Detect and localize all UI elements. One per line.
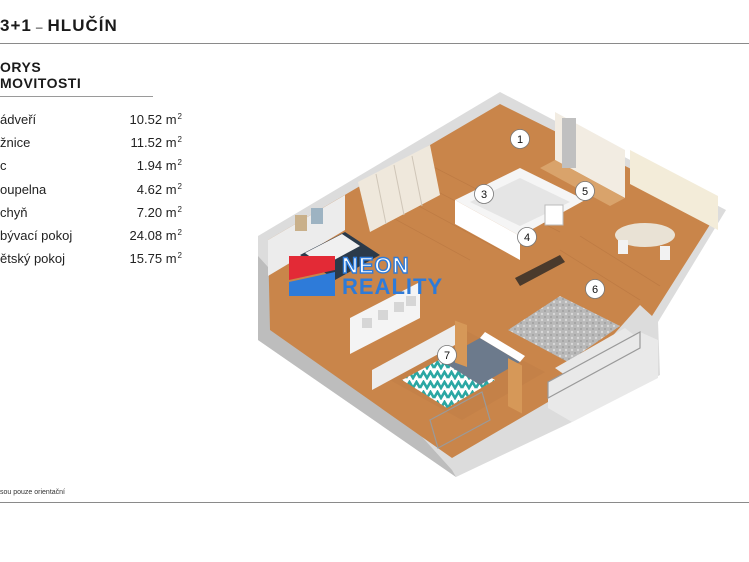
dining-chair	[618, 240, 628, 254]
room-row: bývací pokoj 24.08 m2	[0, 224, 182, 247]
section-title-line2: MOVITOSTI	[0, 75, 82, 91]
room-marker: 5	[575, 181, 595, 201]
fridge	[562, 118, 576, 168]
room-row: chyň 7.20 m2	[0, 201, 182, 224]
bottom-divider	[0, 502, 749, 503]
wall-picture	[311, 208, 323, 224]
section-title: ORYS MOVITOSTI	[0, 59, 81, 91]
svg-text:7: 7	[444, 350, 450, 362]
room-marker: 3	[474, 184, 494, 204]
balcony-rail	[547, 330, 641, 400]
double-bed-pillows	[480, 332, 525, 362]
room-name: ádveří	[0, 112, 37, 128]
room-area: 1.94 m2	[136, 158, 182, 174]
room-area: 15.75 m2	[129, 251, 182, 267]
svg-text:4: 4	[524, 232, 530, 244]
bedroom-wall	[372, 325, 455, 390]
room-name: žnice	[0, 135, 31, 151]
room-marker: 6	[585, 279, 605, 299]
tv-stand	[515, 255, 565, 286]
room-name: bývací pokoj	[0, 228, 73, 244]
room-row: ětský pokoj 15.75 m2	[0, 247, 182, 270]
living-rug	[508, 296, 620, 362]
room-area: 11.52 m2	[130, 135, 183, 151]
footer-note: sou pouze orientační	[0, 489, 65, 496]
room-marker: 4	[517, 227, 537, 247]
shelf-grid	[362, 296, 416, 328]
door	[455, 320, 467, 367]
room-marker: 7	[437, 345, 457, 365]
room-name: ětský pokoj	[0, 251, 66, 267]
header-city: HLUČÍN	[47, 16, 118, 35]
dining-chair	[660, 246, 670, 260]
header-separator: –	[35, 20, 44, 34]
balcony	[548, 332, 658, 422]
svg-text:3: 3	[481, 189, 487, 201]
neon-reality-logo: NEON REALITY	[289, 252, 443, 299]
logo-blue-shape	[289, 272, 335, 296]
floorplan-render: 1 3 5 4 6 7 NEON REALITY	[258, 92, 726, 477]
room-row: žnice 11.52 m2	[0, 131, 182, 154]
header-prefix: 3+1	[0, 16, 32, 35]
dining-wall	[630, 150, 718, 230]
room-row: oupelna 4.62 m2	[0, 178, 182, 201]
room-name: chyň	[0, 204, 28, 220]
section-divider	[0, 96, 153, 97]
section-title-line1: ORYS	[0, 59, 42, 75]
door	[508, 358, 522, 414]
dining-table	[615, 223, 675, 247]
room-area: 7.20 m2	[136, 204, 182, 220]
room-marker: 1	[510, 129, 530, 149]
header-title: 3+1–HLUČÍN	[0, 16, 118, 36]
bedroom-window	[429, 391, 491, 449]
svg-text:5: 5	[582, 186, 588, 198]
room-area: 24.08 m2	[129, 228, 182, 244]
room-list: ádveří 10.52 m2 žnice 11.52 m2 c 1.94 m2…	[0, 108, 182, 270]
room-name: c	[0, 158, 7, 174]
logo-red-shape	[289, 256, 335, 280]
room-area: 4.62 m2	[136, 181, 182, 197]
bathroom-front-wall	[455, 200, 520, 260]
svg-text:6: 6	[592, 284, 598, 296]
room-row: ádveří 10.52 m2	[0, 108, 182, 131]
top-divider	[0, 43, 749, 44]
washing-machine	[544, 204, 564, 226]
logo-line2: REALITY	[342, 274, 443, 299]
outer-wall-face	[258, 236, 456, 477]
logo-line1: NEON	[342, 253, 410, 278]
kids-room-wall	[268, 195, 345, 276]
wood-floor	[268, 104, 718, 458]
room-name: oupelna	[0, 181, 47, 197]
wall-picture	[295, 215, 307, 231]
room-row: c 1.94 m2	[0, 154, 182, 177]
room-area: 10.52 m2	[129, 112, 182, 128]
svg-text:1: 1	[517, 134, 523, 146]
